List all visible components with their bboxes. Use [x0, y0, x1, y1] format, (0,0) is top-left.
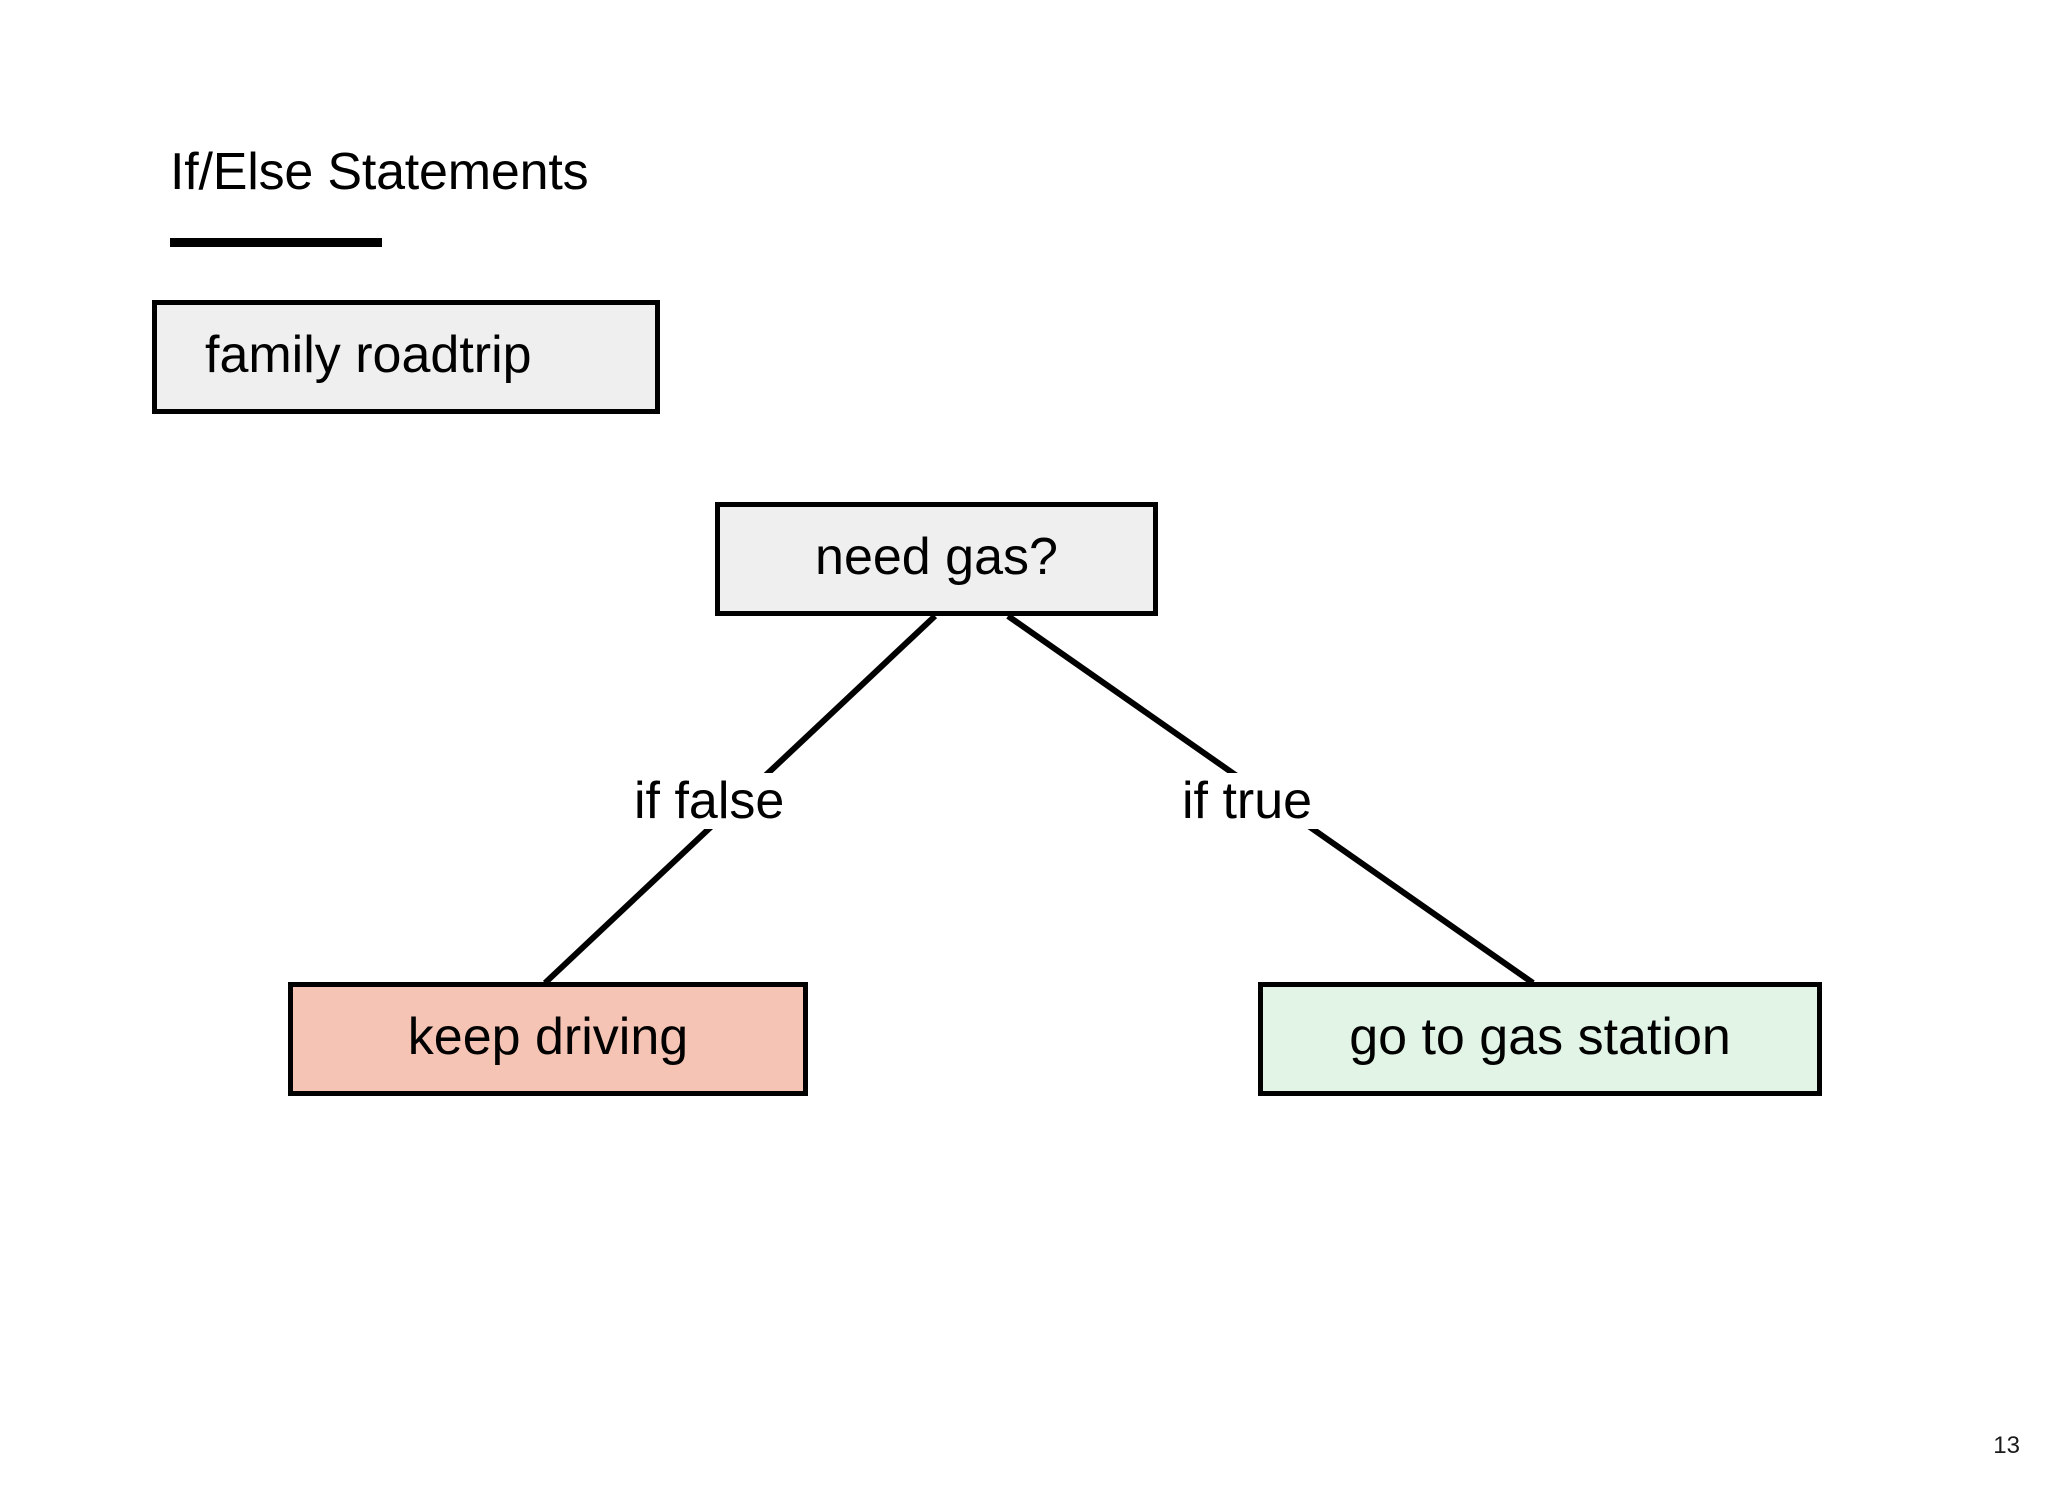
title-underline-rule: [170, 238, 382, 247]
edge-label-if-true: if true: [1176, 773, 1319, 829]
flow-node-keep-driving: keep driving: [288, 982, 808, 1096]
flow-node-label: go to gas station: [1349, 1008, 1731, 1066]
flow-node-family-roadtrip: family roadtrip: [152, 300, 660, 414]
page-title: If/Else Statements: [170, 143, 589, 201]
flow-node-need-gas: need gas?: [715, 502, 1158, 616]
flow-node-label: need gas?: [815, 528, 1058, 586]
edge-label-if-false: if false: [628, 773, 791, 829]
flow-node-label: family roadtrip: [205, 326, 532, 384]
flow-node-label: keep driving: [407, 1008, 689, 1066]
flow-node-go-to-gas-station: go to gas station: [1258, 982, 1822, 1096]
page-number: 13: [1993, 1432, 2020, 1459]
